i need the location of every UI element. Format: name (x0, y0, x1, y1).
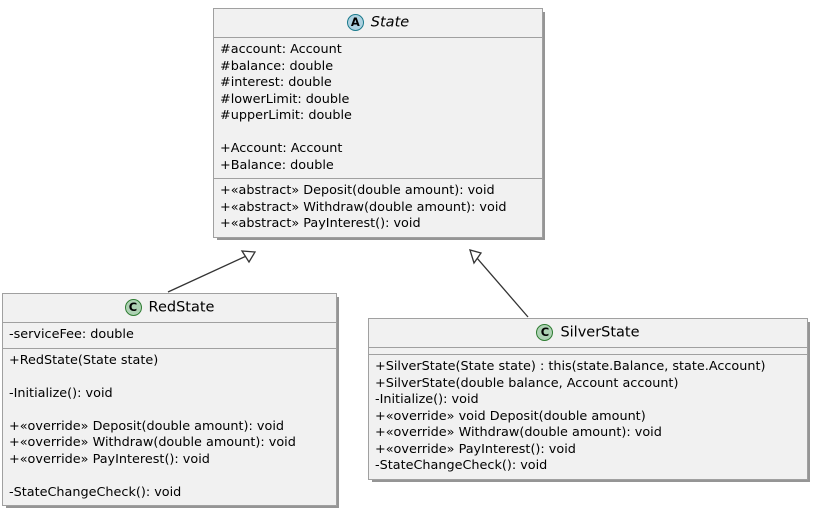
method-row: +«override» void Deposit(double amount) (375, 408, 646, 424)
method-row: +«override» PayInterest(): void (9, 451, 210, 467)
attribute-row: +Balance: double (220, 157, 334, 173)
class-header-redstate: C RedState (3, 294, 336, 323)
attributes-compartment-silverstate (369, 348, 807, 355)
method-row: +RedState(State state) (9, 352, 159, 368)
method-row: -StateChangeCheck(): void (375, 458, 548, 473)
attribute-row: #account: Account (220, 42, 342, 57)
class-title-redstate: RedState (148, 299, 215, 316)
class-box-redstate[interactable]: C RedState -serviceFee: double +RedState(… (2, 293, 337, 506)
generalization-redstate-to-state (167, 250, 257, 293)
class-title-silverstate: SilverState (560, 324, 640, 341)
class-box-silverstate[interactable]: C SilverState +SilverState(State state) :… (368, 318, 808, 480)
method-row: +«abstract» PayInterest(): void (220, 216, 421, 231)
method-row: +SilverState(double balance, Account acc… (375, 375, 679, 391)
attribute-row: #balance: double (220, 58, 334, 74)
attribute-row: #interest: double (220, 75, 332, 90)
method-row: +«override» Withdraw(double amount): voi… (9, 435, 296, 450)
methods-compartment-silverstate: +SilverState(State state) : this(state.B… (369, 355, 807, 479)
attributes-compartment-redstate: -serviceFee: double (3, 323, 336, 349)
class-header-state: A State (214, 9, 542, 38)
class-marker-icon: C (536, 324, 554, 341)
class-title-state: State (370, 14, 410, 31)
methods-compartment-state: +«abstract» Deposit(double amount): void… (214, 179, 542, 237)
method-row: -Initialize(): void (9, 385, 113, 401)
class-box-state[interactable]: A State #account: Account #balance: doubl… (213, 8, 543, 238)
method-spacer (3, 402, 336, 419)
abstract-class-marker-icon: A (346, 14, 364, 31)
attributes-compartment-state: #account: Account #balance: double #inte… (214, 38, 542, 179)
attribute-spacer (214, 125, 542, 142)
generalization-silverstate-to-state (469, 249, 529, 318)
method-row: -Initialize(): void (375, 392, 479, 407)
method-row: +«abstract» Deposit(double amount): void (220, 183, 495, 198)
method-row: +SilverState(State state) : this(state.B… (375, 359, 766, 374)
method-row: +«abstract» Withdraw(double amount): voi… (220, 199, 507, 215)
methods-compartment-redstate: +RedState(State state) -Initialize(): vo… (3, 349, 336, 506)
attribute-row: +Account: Account (220, 141, 343, 156)
method-row: +«override» PayInterest(): void (375, 441, 576, 457)
attribute-row: -serviceFee: double (9, 327, 134, 342)
method-spacer (3, 369, 336, 386)
method-spacer (3, 468, 336, 485)
method-row: +«override» Withdraw(double amount): voi… (375, 425, 662, 440)
class-header-silverstate: C SilverState (369, 319, 807, 348)
method-row: +«override» Deposit(double amount): void (9, 418, 284, 434)
attribute-row: #lowerLimit: double (220, 91, 350, 107)
class-marker-icon: C (124, 299, 142, 316)
method-row: -StateChangeCheck(): void (9, 484, 182, 500)
attribute-row: #upperLimit: double (220, 108, 352, 123)
